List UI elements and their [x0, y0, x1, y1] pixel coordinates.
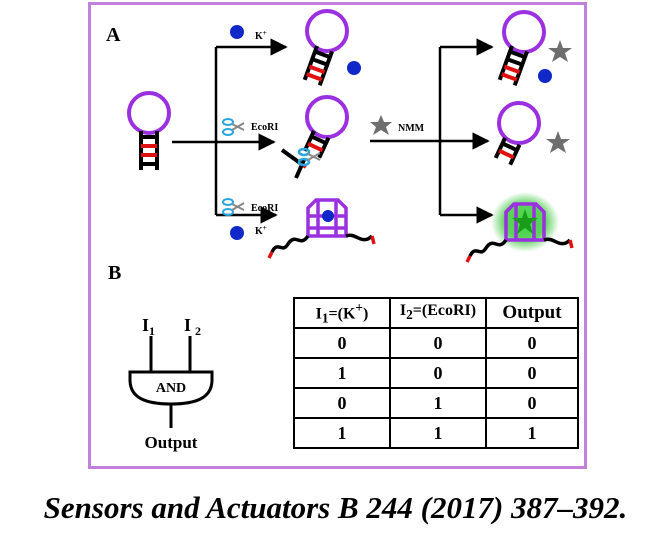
- product-middle: [493, 101, 570, 166]
- initial-hairpin: [127, 91, 171, 170]
- cell: 1: [389, 387, 487, 419]
- gate-input2-sub: 2: [195, 324, 201, 338]
- k-label-top: K: [255, 31, 263, 42]
- header-output: Output: [485, 297, 579, 329]
- header-input2: I2=(EcoRI): [389, 297, 487, 329]
- panel-a-label: A: [106, 24, 121, 46]
- table-row: 0 0 0: [293, 327, 579, 359]
- scissors-icon-bottom: [222, 198, 245, 216]
- cell: 0: [485, 327, 579, 359]
- product-top: [497, 10, 572, 86]
- gate-input1-sub: 1: [149, 324, 155, 338]
- g-quadruplex-hairpin-top: [302, 9, 361, 86]
- svg-text:I1: I1: [142, 315, 155, 338]
- cell: 1: [485, 417, 579, 449]
- g-quadruplex-structure: [267, 198, 376, 259]
- citation: Sensors and Actuators B 244 (2017) 387–3…: [43, 490, 628, 525]
- k-charge-bottom: +: [263, 224, 267, 232]
- figure-frame: [88, 2, 587, 469]
- ecori-label-middle: EcoRI: [251, 122, 278, 133]
- truth-table-header: I1=(K+) I2=(EcoRI) Output: [293, 297, 579, 329]
- nmm-label: NMM: [398, 123, 425, 134]
- table-row: 1 0 0: [293, 357, 579, 389]
- potassium-ion-icon: [230, 25, 244, 39]
- potassium-ion-icon-3: [230, 226, 244, 240]
- cell: 0: [389, 327, 487, 359]
- product-fluorescent: [465, 192, 574, 263]
- gate-input1: I: [142, 315, 149, 335]
- gate-input2: I: [184, 315, 191, 335]
- table-row: 0 1 0: [293, 387, 579, 419]
- table-row: 1 1 1: [293, 417, 579, 449]
- scissors-icon: [222, 118, 245, 136]
- header-input1: I1=(K+): [293, 297, 391, 329]
- nmm-dye-icon: [370, 115, 392, 135]
- cell: 0: [293, 387, 391, 419]
- truth-table: I1=(K+) I2=(EcoRI) Output 0 0 0 1 0 0 0 …: [293, 297, 579, 449]
- gate-output: Output: [145, 433, 198, 452]
- cleaved-hairpin: [280, 95, 349, 179]
- cell: 0: [485, 357, 579, 389]
- potassium-ion-icon-2: [347, 61, 361, 75]
- ecori-label-bottom: EcoRI: [251, 203, 278, 214]
- and-gate: [128, 336, 214, 428]
- cell: 1: [293, 417, 391, 449]
- svg-text:K+: K+: [255, 224, 267, 237]
- k-charge-top: +: [263, 29, 267, 37]
- cell: 0: [485, 387, 579, 419]
- cell: 1: [389, 417, 487, 449]
- svg-text:K+: K+: [255, 29, 267, 42]
- cell: 0: [389, 357, 487, 389]
- nmm-branch-arrows: [370, 38, 494, 224]
- panel-b-label: B: [108, 262, 122, 284]
- svg-text:I2: I2: [184, 315, 201, 338]
- k-label-bottom: K: [255, 226, 263, 237]
- cell: 1: [293, 357, 391, 389]
- cell: 0: [293, 327, 391, 359]
- gate-name: AND: [156, 381, 186, 396]
